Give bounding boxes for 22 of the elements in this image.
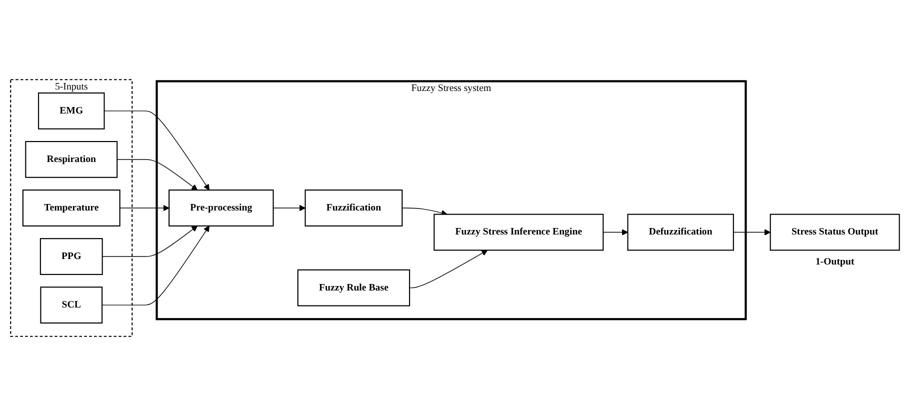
arrow — [102, 226, 210, 306]
node-box: Respiration — [25, 141, 118, 178]
node-box: Temperature — [22, 190, 120, 226]
arrow — [116, 159, 198, 190]
arrow — [104, 110, 210, 190]
arrow — [102, 226, 198, 257]
node-box: Defuzzification — [627, 214, 734, 251]
node-box: Fuzzy Rule Base — [297, 269, 410, 306]
output-caption: 1-Output — [815, 256, 854, 268]
arrow — [409, 250, 488, 288]
node-box: PPG — [40, 238, 103, 275]
arrow — [733, 229, 771, 236]
node-box: Fuzzy Stress Inference Engine — [434, 214, 604, 251]
arrow — [402, 208, 448, 216]
node-box: Fuzzification — [304, 190, 403, 226]
node-box: Stress Status Output — [770, 214, 900, 251]
node-box: EMG — [38, 92, 105, 130]
arrow — [119, 204, 170, 212]
arrow — [602, 229, 628, 236]
node-box: Pre-processing — [168, 190, 274, 226]
node-box: SCL — [40, 286, 103, 324]
arrow — [272, 204, 306, 212]
